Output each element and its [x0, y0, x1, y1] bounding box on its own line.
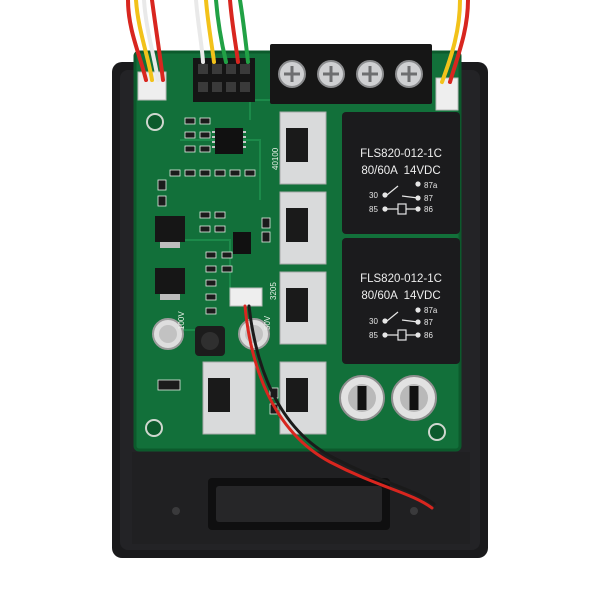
ic-chip	[215, 128, 243, 154]
relay-2-model: FLS820-012-1C	[360, 273, 442, 285]
mounting-hole-bottom-left	[145, 419, 163, 437]
relay-2-pin-coil: 85	[369, 331, 378, 340]
cable-clip-inner	[216, 486, 382, 522]
mounting-hole-top-left	[146, 113, 164, 131]
relay-1-pin-nc: 87a	[424, 181, 438, 190]
electrolytic-capacitor-2	[391, 375, 437, 421]
electrolytic-capacitor	[339, 375, 385, 421]
relay-1-rating: 80/60A 14VDC	[361, 165, 440, 177]
relay-2-pin-no: 87	[424, 318, 433, 327]
relay-1-model: FLS820-012-1C	[360, 148, 442, 160]
relay-1	[342, 112, 460, 234]
screw-icon	[317, 60, 345, 88]
voltage-regulator-2	[155, 268, 185, 294]
motor-wire	[243, 304, 436, 510]
relay-1-pin-coil2: 86	[424, 205, 433, 214]
relay-2	[342, 238, 460, 364]
voltage-regulator	[155, 216, 185, 242]
silkscreen-cap-label: 100V	[177, 311, 186, 330]
relay-1-pin-coil: 85	[369, 205, 378, 214]
inductor-core	[201, 332, 219, 350]
ic-chip-pins	[212, 131, 246, 148]
small-chip	[233, 232, 251, 254]
relay-1-pin-com: 30	[369, 191, 378, 200]
wires-top-center	[194, 0, 250, 64]
motor-connector	[229, 287, 263, 307]
screw-icon	[395, 60, 423, 88]
relay-2-schematic	[382, 307, 421, 341]
heatsink	[279, 111, 327, 185]
heatsink	[279, 271, 327, 345]
voltage-regulator-tab	[160, 242, 180, 248]
wires-top-left	[126, 0, 165, 82]
screw-hole-bottom-right	[410, 507, 418, 515]
screw-hole-bottom-left	[172, 507, 180, 515]
terminal-screws	[278, 60, 423, 88]
silkscreen-mosfet-label: 40100	[271, 147, 280, 170]
heatsink	[279, 191, 327, 265]
smd-components	[157, 117, 279, 415]
relay-2-pin-com: 30	[369, 317, 378, 326]
header-pins	[198, 64, 250, 92]
screw-icon	[356, 60, 384, 88]
relay-1-pin-no: 87	[424, 194, 433, 203]
heatsink	[202, 361, 256, 435]
silkscreen-mosfet-label-2: 3205	[269, 282, 278, 300]
small-capacitor	[152, 318, 184, 350]
terminal-block	[270, 44, 432, 104]
heatsink	[279, 361, 327, 435]
connector-top-right	[435, 77, 459, 111]
wires-top-right	[440, 0, 470, 84]
relay-2-pin-nc: 87a	[424, 306, 438, 315]
voltage-regulator-2-tab	[160, 294, 180, 300]
relay-2-pin-coil2: 86	[424, 331, 433, 340]
mounting-hole-bottom-right	[428, 423, 446, 441]
silkscreen-cap-label-2: 50V	[263, 315, 272, 330]
relay-1-schematic	[382, 181, 421, 215]
screw-icon	[278, 60, 306, 88]
relay-2-rating: 80/60A 14VDC	[361, 290, 440, 302]
